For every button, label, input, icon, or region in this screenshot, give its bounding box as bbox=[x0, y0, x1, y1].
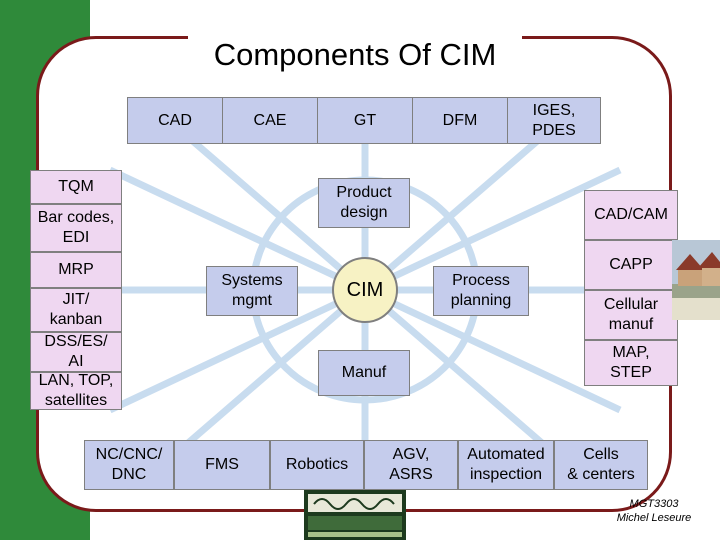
systems-mgmt-box: Systems mgmt bbox=[206, 266, 298, 316]
bottom-box: Robotics bbox=[270, 440, 364, 490]
right-box: Cellular manuf bbox=[584, 290, 678, 340]
product-design-box: Product design bbox=[318, 178, 410, 228]
bottom-box: Cells & centers bbox=[554, 440, 648, 490]
left-box: Bar codes, EDI bbox=[30, 204, 122, 252]
page-title: Components Of CIM bbox=[188, 34, 522, 74]
top-box: GT bbox=[317, 97, 413, 144]
manuf-box: Manuf bbox=[318, 350, 410, 396]
spoke bbox=[363, 166, 622, 294]
left-box: TQM bbox=[30, 170, 122, 204]
top-box: IGES, PDES bbox=[507, 97, 601, 144]
author-name: Michel Leseure bbox=[616, 512, 692, 525]
bottom-box: AGV, ASRS bbox=[364, 440, 458, 490]
cim-center-node: CIM bbox=[332, 257, 398, 323]
spoke bbox=[108, 286, 367, 414]
left-box: MRP bbox=[30, 252, 122, 288]
top-box: CAE bbox=[222, 97, 318, 144]
left-box: LAN, TOP, satellites bbox=[30, 372, 122, 410]
bottom-box: FMS bbox=[174, 440, 270, 490]
top-box: DFM bbox=[412, 97, 508, 144]
spoke bbox=[108, 166, 367, 294]
building-photo bbox=[672, 240, 720, 320]
right-box: CAD/CAM bbox=[584, 190, 678, 240]
bottom-box: NC/CNC/ DNC bbox=[84, 440, 174, 490]
left-box: JIT/ kanban bbox=[30, 288, 122, 332]
spoke bbox=[177, 127, 368, 293]
process-planning-box: Process planning bbox=[433, 266, 529, 316]
bottom-box: Automated inspection bbox=[458, 440, 554, 490]
right-box: MAP, STEP bbox=[584, 340, 678, 386]
spoke bbox=[362, 287, 553, 453]
left-box: DSS/ES/ AI bbox=[30, 332, 122, 372]
spoke bbox=[363, 286, 622, 414]
institution-logo bbox=[304, 490, 406, 540]
course-code: MGT3303 bbox=[629, 498, 679, 510]
spoke bbox=[177, 287, 368, 453]
footer-credit: MGT3303 Michel Leseure bbox=[608, 497, 700, 526]
top-box: CAD bbox=[127, 97, 223, 144]
spoke bbox=[362, 127, 553, 293]
right-box: CAPP bbox=[584, 240, 678, 290]
